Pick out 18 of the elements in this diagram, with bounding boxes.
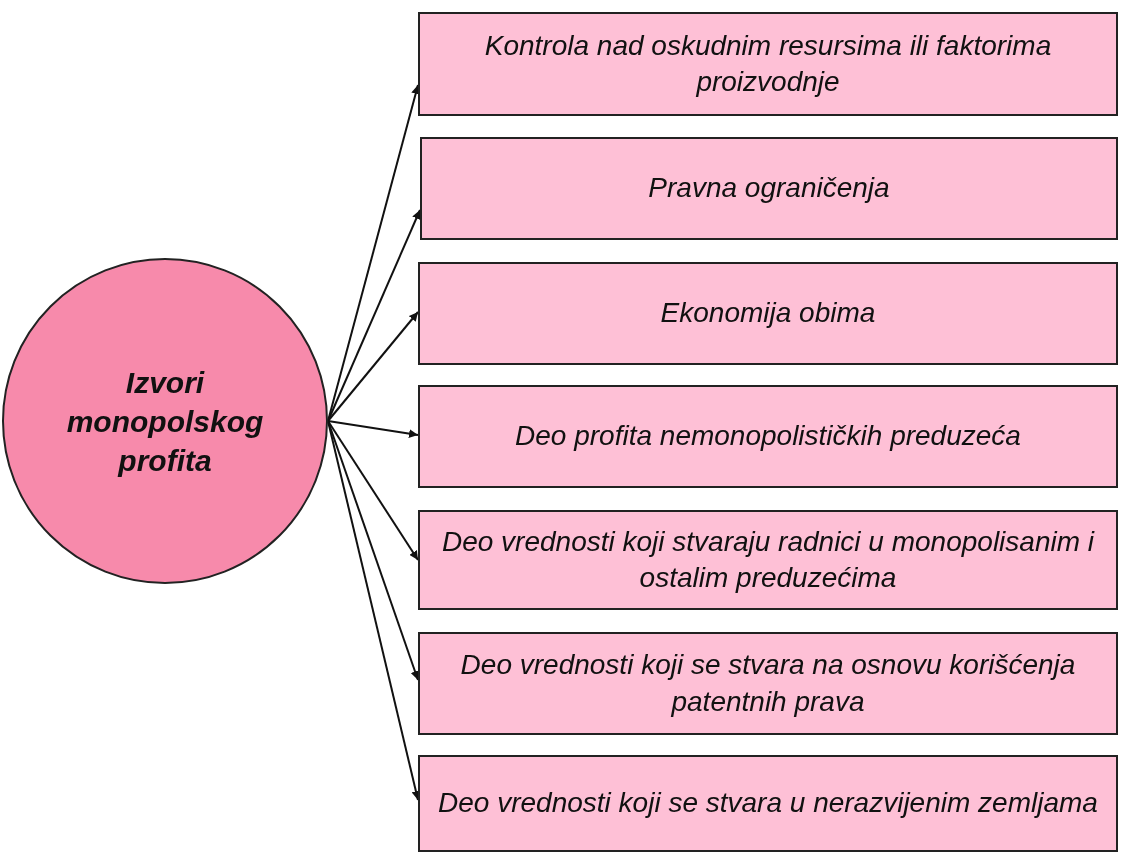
arrow — [327, 420, 419, 439]
source-text: Deo vrednosti koji se stvara u nerazvijenim zemljama — [438, 786, 1098, 821]
source-box — [418, 632, 1118, 735]
source-text: Deo profita nemonopolističkih preduzeća — [515, 419, 1021, 454]
topic-title: Izvori monopolskog profita — [65, 364, 265, 479]
arrow — [327, 420, 419, 561]
source-text: Ekonomija obima — [660, 296, 876, 331]
source-text: Pravna ograničenja — [648, 171, 890, 206]
source-box — [420, 137, 1118, 240]
source-box — [418, 510, 1118, 610]
source-box — [418, 385, 1118, 488]
source-text: Kontrola nad oskudnim resursima ili faktorima proizvodnje — [483, 28, 1053, 99]
source-box — [418, 12, 1118, 116]
source-text: Deo vrednosti koji se stvara na osnovu korišćenja patentnih prava — [459, 648, 1077, 719]
source-text: Deo vrednosti koji stvaraju radnici u monopolisanim i ostalim preduzećima — [440, 524, 1096, 595]
source-box — [418, 755, 1118, 852]
source-box — [418, 262, 1118, 365]
arrow — [327, 311, 419, 422]
